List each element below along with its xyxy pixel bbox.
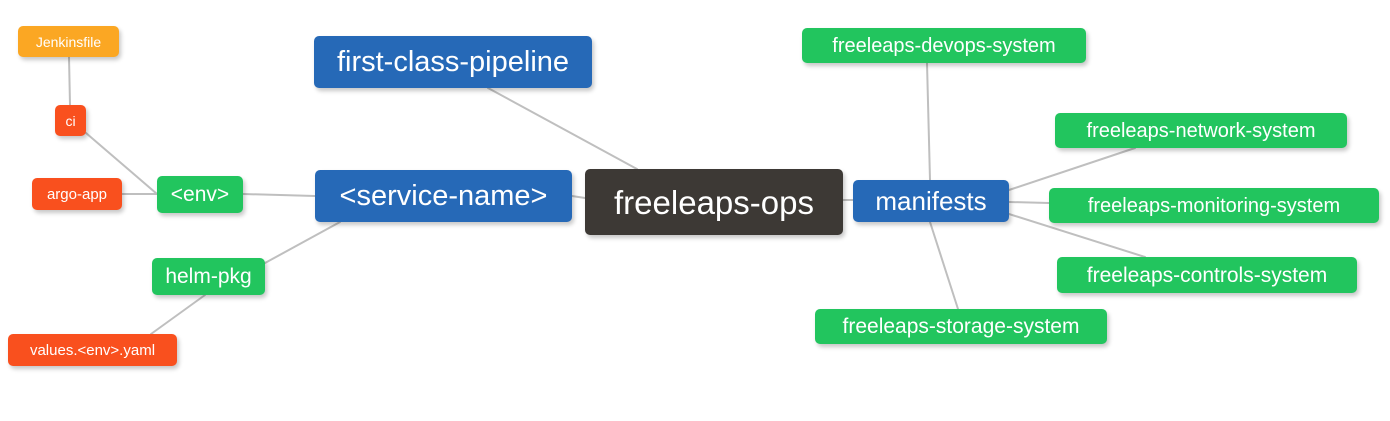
edge-manifests-to-freeleaps-storage-system <box>929 221 959 310</box>
node-label-freeleaps-ops: freeleaps-ops <box>614 183 814 221</box>
node-service-name[interactable]: <service-name> <box>315 170 572 222</box>
node-argo-app[interactable]: argo-app <box>32 178 122 210</box>
node-values-yaml[interactable]: values.<env>.yaml <box>8 334 177 366</box>
node-jenkinsfile[interactable]: Jenkinsfile <box>18 26 119 57</box>
node-freeleaps-monitoring-system[interactable]: freeleaps-monitoring-system <box>1049 188 1379 223</box>
node-label-service-name: <service-name> <box>339 179 548 212</box>
node-manifests[interactable]: manifests <box>853 180 1009 222</box>
node-label-freeleaps-storage-system: freeleaps-storage-system <box>842 315 1080 338</box>
node-freeleaps-controls-system[interactable]: freeleaps-controls-system <box>1057 257 1357 293</box>
edge-manifests-to-freeleaps-network-system <box>1008 147 1136 191</box>
node-label-env: <env> <box>170 183 230 206</box>
edge-service-name-to-freeleaps-ops <box>571 195 586 199</box>
node-label-freeleaps-controls-system: freeleaps-controls-system <box>1086 263 1328 287</box>
node-ci[interactable]: ci <box>55 105 86 136</box>
node-freeleaps-storage-system[interactable]: freeleaps-storage-system <box>815 309 1107 344</box>
node-helm-pkg[interactable]: helm-pkg <box>152 258 265 295</box>
node-label-values-yaml: values.<env>.yaml <box>29 341 156 359</box>
node-label-helm-pkg: helm-pkg <box>165 265 252 288</box>
node-freeleaps-ops[interactable]: freeleaps-ops <box>585 169 843 235</box>
edge-helm-pkg-to-service-name <box>264 221 341 264</box>
node-label-freeleaps-devops-system: freeleaps-devops-system <box>832 34 1056 57</box>
edge-first-class-pipeline-to-freeleaps-ops <box>487 87 638 170</box>
node-label-argo-app: argo-app <box>46 185 108 203</box>
node-label-manifests: manifests <box>875 186 987 216</box>
edge-env-to-service-name <box>242 193 316 197</box>
node-freeleaps-network-system[interactable]: freeleaps-network-system <box>1055 113 1347 148</box>
edge-manifests-to-freeleaps-devops-system <box>926 62 931 181</box>
edge-manifests-to-freeleaps-controls-system <box>1008 213 1146 258</box>
node-env[interactable]: <env> <box>157 176 243 213</box>
edge-values-yaml-to-helm-pkg <box>150 294 206 335</box>
edge-ci-to-env <box>85 132 158 195</box>
node-label-jenkinsfile: Jenkinsfile <box>35 33 102 50</box>
edge-jenkinsfile-to-ci <box>68 56 71 106</box>
node-first-class-pipeline[interactable]: first-class-pipeline <box>314 36 592 88</box>
node-label-ci: ci <box>65 112 76 129</box>
node-label-freeleaps-network-system: freeleaps-network-system <box>1086 119 1316 142</box>
edge-manifests-to-freeleaps-monitoring-system <box>1008 201 1050 204</box>
node-label-first-class-pipeline: first-class-pipeline <box>336 45 570 78</box>
node-label-freeleaps-monitoring-system: freeleaps-monitoring-system <box>1087 194 1341 217</box>
node-freeleaps-devops-system[interactable]: freeleaps-devops-system <box>802 28 1086 63</box>
